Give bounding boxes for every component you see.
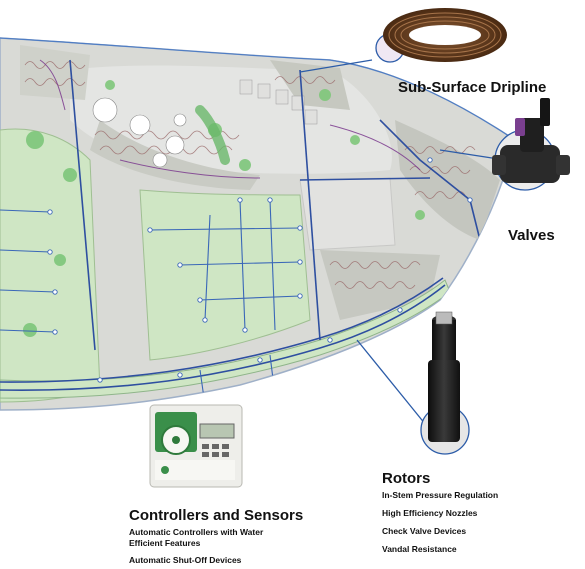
dripline-coil-icon [383, 8, 507, 62]
rotor-feature: Check Valve Devices [382, 526, 467, 536]
dripline-callout [375, 8, 507, 63]
dripline-title: Sub-Surface Dripline [398, 79, 547, 96]
turf-area-center [139, 189, 311, 361]
rotor-callout [420, 311, 470, 455]
rotor-feature: In-Stem Pressure Regulation [382, 490, 499, 500]
valve-callout [492, 98, 570, 191]
controller-icon [149, 404, 243, 488]
valve-icon [492, 98, 570, 183]
rotor-icon [428, 311, 460, 442]
valves-title: Valves [508, 227, 555, 244]
controllers-title: Controllers and Sensors [129, 507, 304, 524]
rotor-feature: Vandal Resistance [382, 544, 457, 554]
controller-feature: Automatic Controllers with Water Efficie… [129, 527, 264, 548]
rotors-title: Rotors [382, 470, 431, 487]
turf-area-west [0, 128, 101, 403]
callout-lines [189, 59, 493, 431]
planting-bed [395, 120, 500, 240]
site-map [0, 37, 516, 411]
rotor-feature: High Efficiency Nozzles [382, 508, 478, 518]
hardscape-area [299, 177, 396, 251]
planting-bed [90, 120, 260, 190]
controller-feature: Automatic Shut-Off Devices [129, 555, 242, 565]
